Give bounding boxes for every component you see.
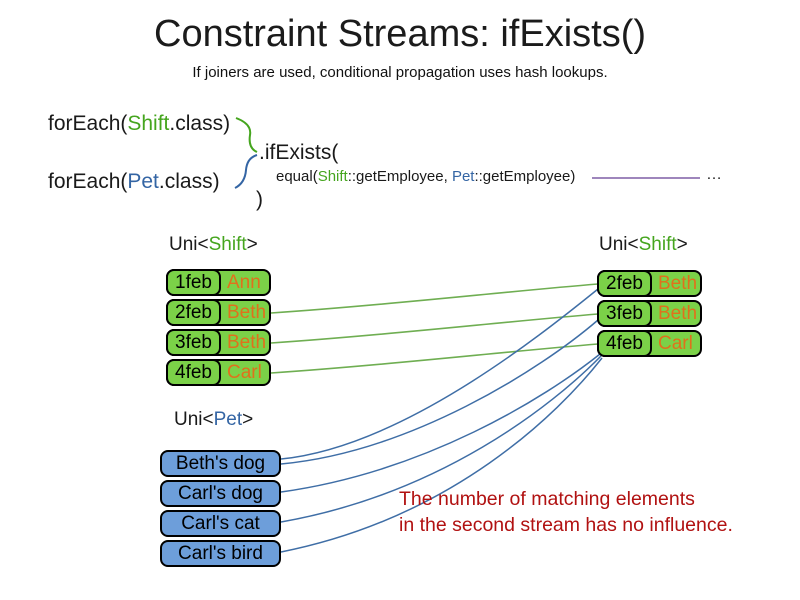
left-shift-row-2feb: 2feb Beth	[166, 299, 271, 326]
shift-ref-token: Shift	[317, 168, 348, 185]
shift-match-line-4feb	[270, 343, 599, 374]
shift-date-cell: 4feb	[166, 359, 221, 386]
shift-employee: Beth	[658, 273, 698, 294]
shift-match-line-2feb	[270, 283, 599, 314]
shift-class-token: Shift	[127, 112, 170, 135]
code-text: ::getEmployee)	[474, 168, 576, 185]
pet-match-line-carlsdog-4feb	[280, 353, 601, 493]
code-text: equal(	[276, 168, 318, 185]
pet-box-beths-dog: Beth's dog	[160, 450, 281, 477]
code-text: forEach(	[48, 170, 128, 193]
code-equal-joiner: equal(Shift::getEmployee, Pet::getEmploy…	[276, 168, 575, 185]
right-shift-table-label: Uni<Shift>	[599, 234, 688, 256]
shift-type-token: Shift	[208, 234, 247, 255]
shift-employee: Beth	[227, 302, 267, 323]
right-shift-row-4feb: 4feb Carl	[597, 330, 702, 357]
label-text: >	[246, 234, 258, 255]
brace-pet-half	[234, 154, 258, 189]
shift-employee: Beth	[658, 303, 698, 324]
label-text: Uni<	[599, 234, 639, 255]
label-text: >	[676, 234, 688, 255]
code-foreach-shift: forEach(Shift.class)	[48, 112, 230, 136]
pet-match-line-bethsdog-2feb	[280, 288, 599, 460]
note-line-2: in the second stream has no influence.	[399, 514, 733, 536]
shift-date-cell: 2feb	[597, 270, 652, 297]
label-text: >	[242, 409, 254, 430]
shift-date-cell: 3feb	[597, 300, 652, 327]
note-line-1: The number of matching elements	[399, 488, 695, 510]
right-shift-row-2feb: 2feb Beth	[597, 270, 702, 297]
shift-type-token: Shift	[638, 234, 677, 255]
shift-employee: Ann	[227, 272, 261, 293]
shift-employee: Carl	[227, 362, 262, 383]
code-text: .class)	[169, 112, 231, 135]
label-text: Uni<	[174, 409, 214, 430]
pet-match-line-carlscat-4feb	[280, 355, 602, 523]
code-foreach-pet: forEach(Pet.class)	[48, 170, 220, 194]
pet-class-token: Pet	[127, 170, 159, 193]
left-shift-table-label: Uni<Shift>	[169, 234, 258, 256]
note-text: The number of matching elements in the s…	[399, 486, 733, 538]
label-text: Uni<	[169, 234, 209, 255]
ellipsis: …	[706, 166, 722, 183]
code-text: forEach(	[48, 112, 128, 135]
code-text: .class)	[158, 170, 220, 193]
pet-box-carls-dog: Carl's dog	[160, 480, 281, 507]
pet-match-line-bethsdog-3feb	[280, 319, 599, 465]
pet-ref-token: Pet	[451, 168, 475, 185]
left-shift-row-1feb: 1feb Ann	[166, 269, 271, 296]
code-ifexists: .ifExists(	[259, 141, 339, 164]
pet-list-label: Uni<Pet>	[174, 409, 253, 431]
shift-employee: Beth	[227, 332, 267, 353]
right-shift-row-3feb: 3feb Beth	[597, 300, 702, 327]
shift-employee: Carl	[658, 333, 693, 354]
shift-date-cell: 4feb	[597, 330, 652, 357]
shift-match-line-3feb	[270, 313, 599, 344]
page-title: Constraint Streams: ifExists()	[154, 13, 646, 55]
code-close-paren: )	[256, 188, 263, 211]
shift-date-cell: 3feb	[166, 329, 221, 356]
left-shift-row-3feb: 3feb Beth	[166, 329, 271, 356]
subtitle: If joiners are used, conditional propaga…	[192, 64, 608, 81]
pet-box-carls-cat: Carl's cat	[160, 510, 281, 537]
brace-shift-half	[235, 117, 258, 153]
code-text: ::getEmployee,	[347, 168, 452, 185]
left-shift-row-4feb: 4feb Carl	[166, 359, 271, 386]
pet-box-carls-bird: Carl's bird	[160, 540, 281, 567]
pet-type-token: Pet	[213, 409, 243, 430]
shift-date-cell: 2feb	[166, 299, 221, 326]
pet-match-line-carlsbird-4feb	[280, 357, 603, 553]
shift-date-cell: 1feb	[166, 269, 221, 296]
